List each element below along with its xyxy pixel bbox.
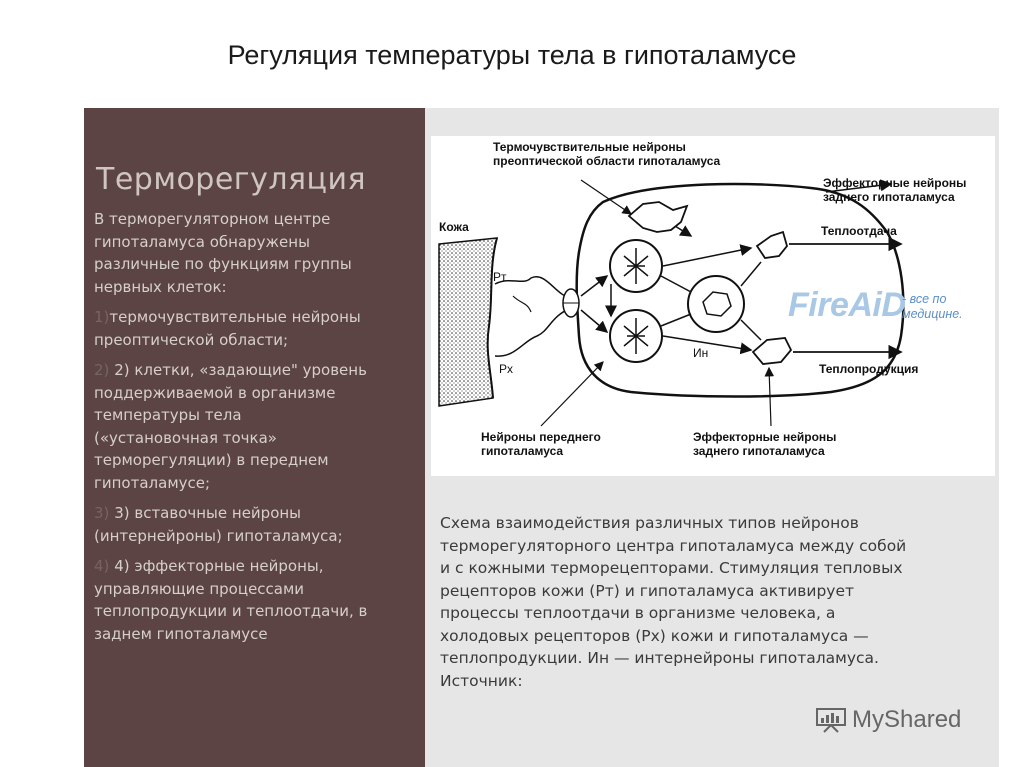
label-line: Эффекторные нейроны	[693, 430, 837, 444]
list-item-line: заднем гипоталамусе	[94, 624, 268, 643]
list-item-line: («установочная точка»	[94, 428, 277, 447]
label-line: заднего гипоталамуса	[823, 190, 955, 204]
list-item-number: 4)	[94, 557, 110, 575]
list-item-1: 1)термочувствительные нейроны преоптичес…	[94, 306, 412, 351]
caption-line: терморегуляторного центра гипоталамуса м…	[440, 536, 907, 555]
skin-edge	[486, 237, 498, 399]
list-item-3: 3) 3) вставочные нейроны (интернейроны) …	[94, 502, 412, 547]
label-rt: Рт	[493, 270, 507, 284]
diagram-caption: Схема взаимодействия различных типов ней…	[440, 512, 1000, 692]
label-line: заднего гипоталамуса	[693, 444, 825, 458]
label-interneuron: Ин	[693, 346, 709, 360]
intro-paragraph: В терморегуляторном центре гипоталамуса …	[94, 208, 412, 298]
label-rx: Рх	[499, 362, 514, 376]
list-item-number: 1)	[94, 308, 110, 326]
rx-fiber	[494, 307, 572, 357]
presentation-icon	[816, 708, 846, 733]
list-item-line: управляющие процессами	[94, 579, 305, 598]
effector-neuron-bottom	[751, 337, 793, 365]
list-item-line: терморегуляции) в переднем	[94, 451, 329, 469]
intro-line: различные по функциям группы	[94, 255, 352, 273]
label-heat-loss: Теплоотдача	[821, 224, 897, 238]
myshared-text: MyShared	[852, 706, 962, 733]
caption-line: Источник:	[440, 671, 523, 690]
label-line: гипоталамуса	[481, 444, 564, 458]
list-item-number: 3)	[94, 504, 110, 522]
label-anterior-neurons: Нейроны переднего гипоталамуса	[481, 430, 601, 458]
list-item-line: гипоталамусе;	[94, 473, 211, 492]
intro-line: В терморегуляторном центре	[94, 210, 331, 228]
caption-line: Схема взаимодействия различных типов ней…	[440, 514, 859, 532]
intro-line: гипоталамуса обнаружены	[94, 232, 310, 251]
list-item-number: 2)	[94, 361, 110, 379]
label-skin: Кожа	[439, 220, 469, 234]
list-item-2: 2) 2) клетки, «задающие" уровень поддерж…	[94, 359, 412, 494]
intro-line: нервных клеток:	[94, 277, 227, 296]
slide-title: Регуляция температуры тела в гипоталамус…	[227, 40, 797, 70]
left-heading: Терморегуляция	[96, 162, 367, 197]
label-line: Эффекторные нейроны	[823, 176, 967, 190]
fireaid-tagline: - все по медицине.	[902, 292, 963, 322]
list-item-line: поддерживаемой в организме	[94, 383, 336, 402]
list-item-line: теплопродукции и теплоотдачи, в	[94, 602, 368, 620]
caption-line: рецепторов кожи (Рт) и гипоталамуса акти…	[440, 581, 855, 600]
list-item-line: температуры тела	[94, 406, 242, 424]
label-thermo-neurons: Термочувствительные нейроны преоптическо…	[493, 140, 720, 168]
thermo-neuron	[627, 201, 689, 233]
caption-line: и с кожными терморецепторами. Стимуляция…	[440, 559, 903, 577]
list-item-line: преоптической области;	[94, 330, 289, 349]
tagline-line: - все по	[902, 292, 947, 306]
tagline-line: медицине.	[902, 307, 963, 321]
label-line: Нейроны переднего	[481, 430, 601, 444]
rt-branch	[512, 295, 532, 313]
neuron-diagram: Термочувствительные нейроны преоптическо…	[431, 136, 995, 476]
label-line: Термочувствительные нейроны	[493, 140, 686, 154]
label-effector-top: Эффекторные нейроны заднего гипоталамуса	[823, 176, 966, 204]
caption-line: холодовых рецепторов (Рх) кожи и гипотал…	[440, 626, 869, 645]
skin-block	[438, 237, 499, 407]
list-item-line: термочувствительные нейроны	[109, 308, 361, 326]
diagram-graphic	[438, 179, 905, 427]
fireaid-watermark: FireAiD	[788, 286, 906, 324]
rt-fiber	[494, 276, 572, 299]
list-item-line: 2) клетки, «задающие" уровень	[114, 361, 367, 379]
label-effector-bottom: Эффекторные нейроны заднего гипоталамуса	[693, 430, 836, 458]
effector-neuron-top	[755, 230, 788, 259]
list-item-4: 4) 4) эффекторные нейроны, управляющие п…	[94, 555, 412, 645]
label-heat-production: Теплопродукция	[819, 362, 919, 376]
left-panel: Терморегуляция В терморегуляторном центр…	[84, 108, 425, 767]
label-line: преоптической области гипоталамуса	[493, 154, 721, 168]
list-item-line: 4) эффекторные нейроны,	[114, 557, 324, 575]
list-item-line: (интернейроны) гипоталамуса;	[94, 526, 343, 545]
list-item-line: 3) вставочные нейроны	[114, 504, 302, 522]
myshared-logo[interactable]: MyShared	[816, 706, 961, 734]
caption-line: теплопродукции. Ин — интернейроны гипота…	[440, 649, 879, 667]
caption-line: процессы теплоотдачи в организме человек…	[440, 604, 836, 622]
left-body: В терморегуляторном центре гипоталамуса …	[94, 208, 412, 653]
